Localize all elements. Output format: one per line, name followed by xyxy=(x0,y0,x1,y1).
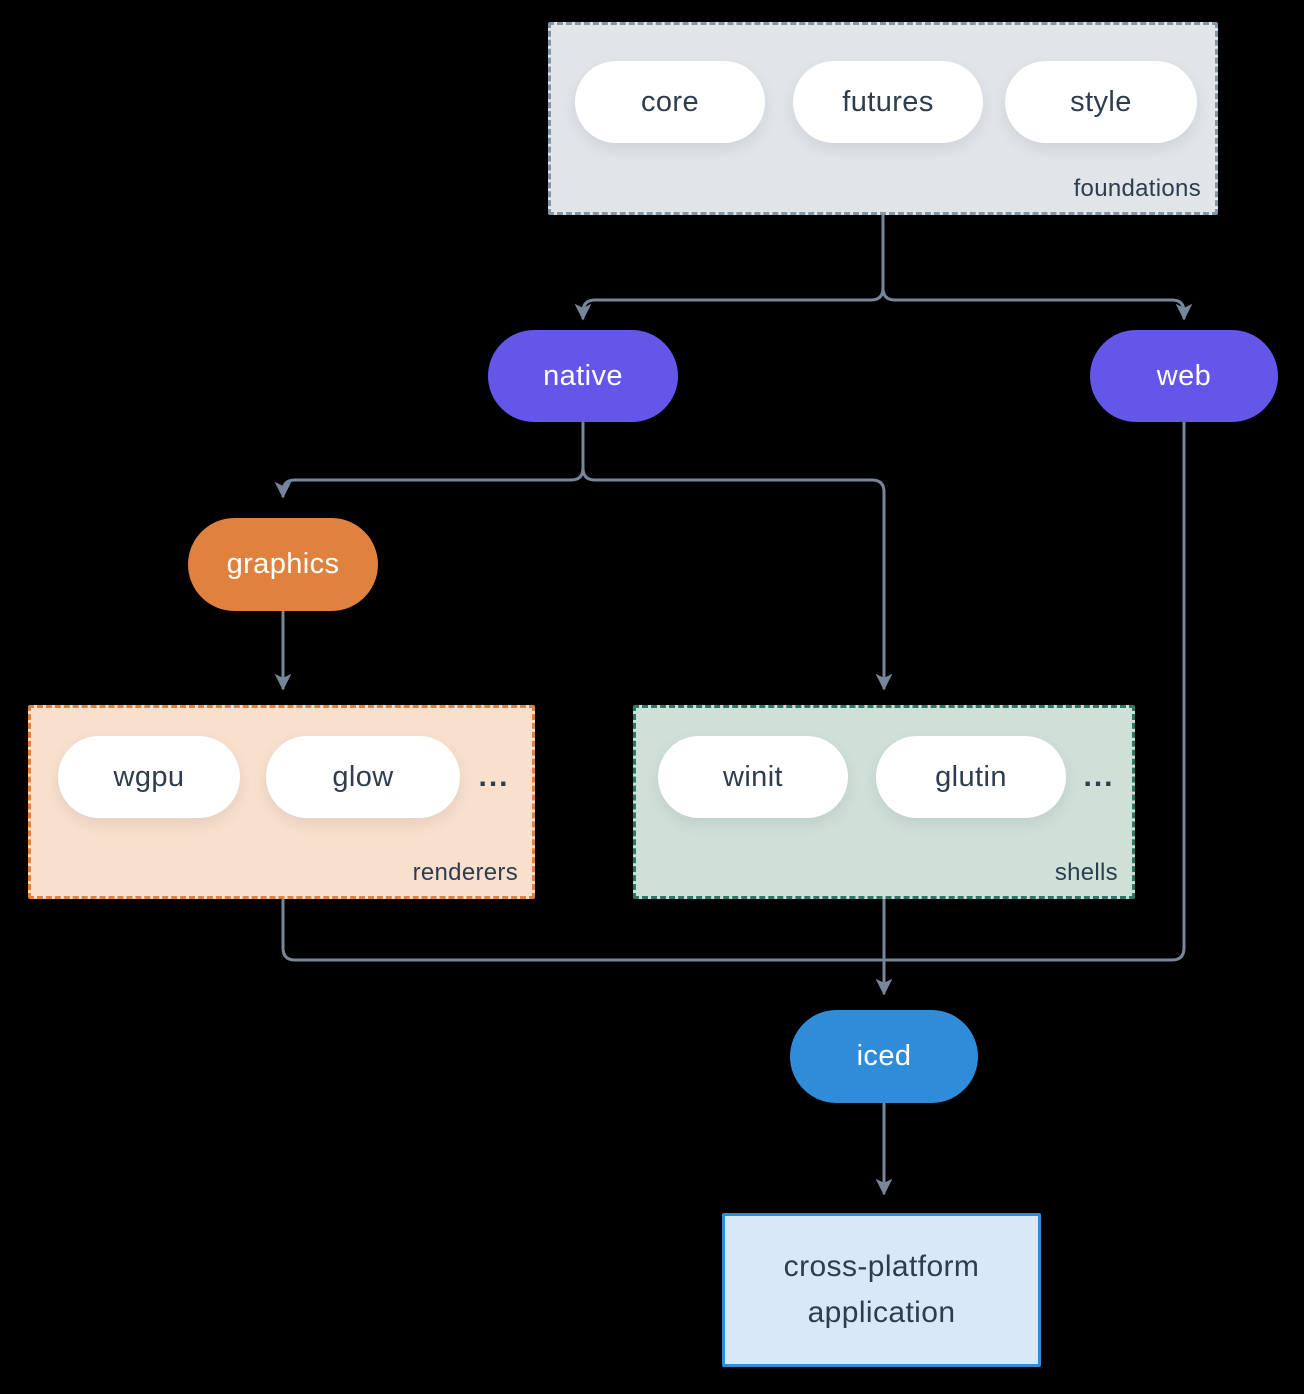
application-line2: application xyxy=(807,1296,956,1329)
group-label-renderers: renderers xyxy=(412,859,518,886)
node-iced: iced xyxy=(790,1010,978,1103)
node-native: native xyxy=(488,330,678,422)
renderers-ellipsis: ... xyxy=(478,760,510,793)
group-label-shells: shells xyxy=(1054,859,1118,886)
pill-glutin: glutin xyxy=(876,736,1066,818)
connector-web-to-merge xyxy=(882,420,1186,962)
pill-winit: winit xyxy=(658,736,848,818)
node-graphics: graphics xyxy=(188,518,378,611)
connector-native-to-shells xyxy=(581,420,893,691)
connector-foundations-to-native xyxy=(574,214,885,321)
group-shells: winit glutin ... shells xyxy=(633,705,1135,899)
shells-ellipsis: ... xyxy=(1083,760,1115,793)
application-line1: cross-platform xyxy=(783,1249,980,1283)
connector-foundations-to-web xyxy=(881,214,1193,321)
application-box: cross-platform application xyxy=(722,1213,1041,1367)
pill-core: core xyxy=(575,61,765,143)
pill-style: style xyxy=(1005,61,1197,143)
pill-glow: glow xyxy=(266,736,460,818)
pill-futures: futures xyxy=(793,61,983,143)
pill-wgpu: wgpu xyxy=(58,736,240,818)
connector-native-to-graphics xyxy=(274,420,585,499)
group-foundations: core futures style foundations xyxy=(548,22,1218,215)
group-renderers: wgpu glow ... renderers xyxy=(28,705,535,899)
node-web: web xyxy=(1090,330,1278,422)
connector-renderers-to-merge xyxy=(281,898,886,962)
group-label-foundations: foundations xyxy=(1073,175,1201,202)
